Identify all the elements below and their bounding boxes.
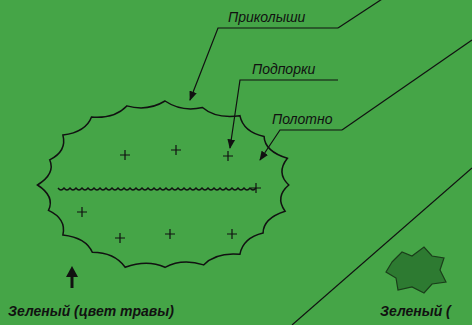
plus-mark <box>227 229 237 239</box>
divider-line <box>338 0 472 28</box>
divider-line <box>342 40 472 130</box>
leader-line <box>230 80 338 148</box>
plus-mark <box>251 183 261 193</box>
plus-mark <box>115 233 125 243</box>
pointer-arrow-head <box>66 266 78 277</box>
leader-line <box>260 130 342 160</box>
color-label: Зеленый (цвет травы) <box>8 303 174 319</box>
plus-mark <box>165 229 175 239</box>
part-label: Подпорки <box>252 61 315 77</box>
plus-mark <box>223 151 233 161</box>
divider-line <box>292 168 472 325</box>
plus-marks <box>77 145 261 243</box>
plus-mark <box>171 145 181 155</box>
plus-mark <box>77 207 87 217</box>
leader-line <box>190 28 338 100</box>
plus-mark <box>120 150 130 160</box>
part-label: Приколыши <box>228 9 305 25</box>
pointer-arrow <box>71 276 74 288</box>
part-label: Полотно <box>272 111 332 127</box>
color-label: Зеленый ( <box>380 303 451 319</box>
tent-outline <box>38 101 289 267</box>
wavy-line <box>58 188 256 190</box>
color-sample <box>386 247 446 293</box>
